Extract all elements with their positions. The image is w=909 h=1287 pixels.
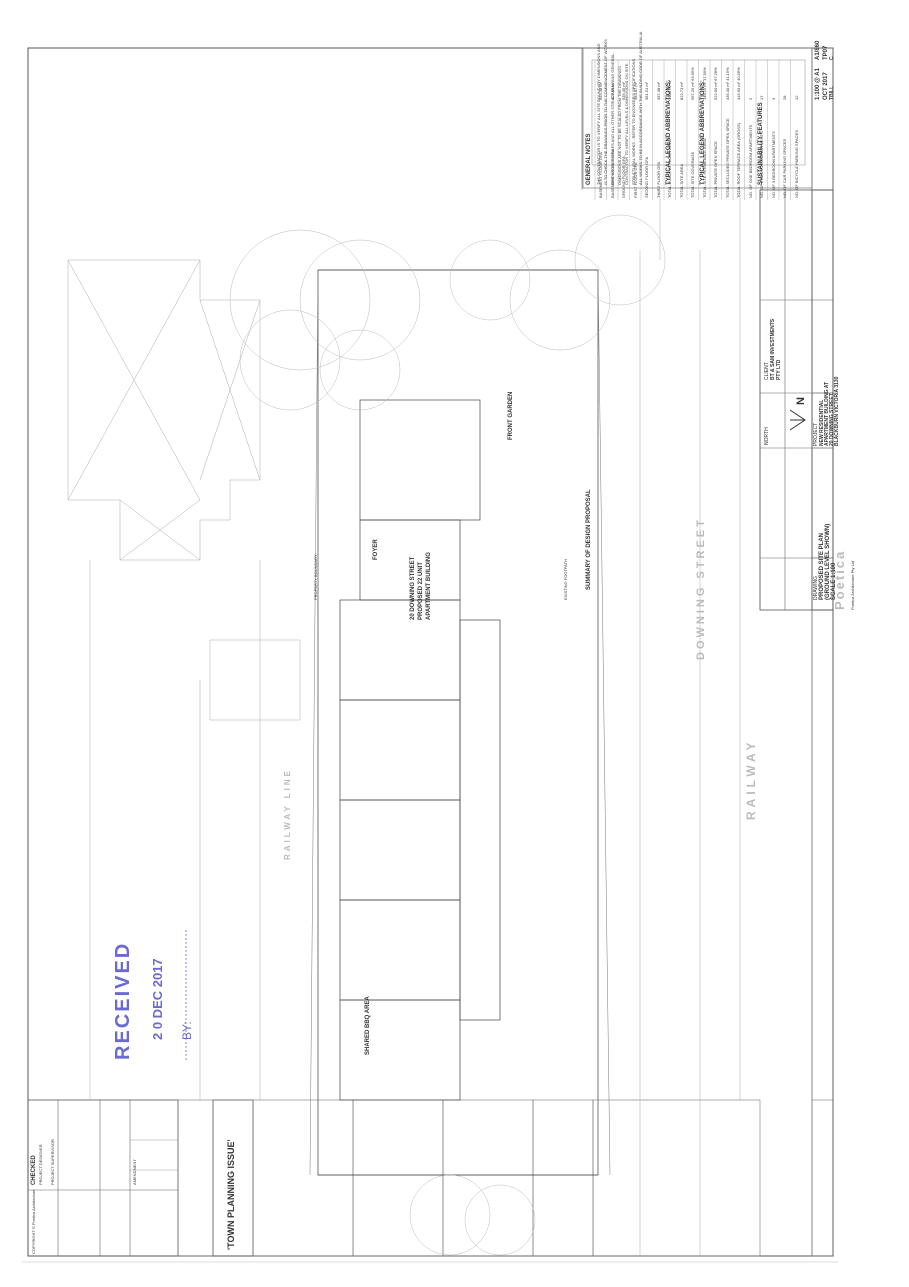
apartment-unit [339, 899, 461, 1001]
summary-row-label: TOTAL SITE PERMEABLE AREA [701, 138, 707, 198]
summary-row-value: 28 [782, 95, 787, 100]
north-letter: N [795, 397, 807, 405]
apartment-unit [359, 399, 481, 521]
summary-row-value: 17 [759, 95, 764, 100]
apartment-unit [339, 599, 461, 701]
checked-heading: CHECKED [31, 1155, 37, 1185]
received-stamp-by: BY: [180, 1021, 194, 1040]
north-label: NORTH [764, 427, 770, 445]
project-designer: PROJECT DESIGNER [38, 1144, 43, 1185]
summary-row-label: TOTAL SITE AREA [678, 163, 684, 198]
logo-subtext: Poetica Architecture Pty Ltd [850, 560, 855, 610]
railway-line-label: RAILWAY LINE [283, 767, 292, 860]
summary-row-label: SECOND FLOOR GFA [644, 156, 649, 198]
apartment-units [339, 399, 501, 1101]
checked-block [27, 1099, 179, 1257]
property-boundary-label: PROPERTY BOUNDARY [313, 554, 318, 600]
tree-circles [229, 214, 666, 1256]
summary-row-label: THIRD FLOOR GFA [655, 161, 661, 198]
summary-row-label: NO. OF 3 BEDROOM APARTMENTS [770, 131, 776, 198]
summary-row-label: NO. OF BICYCLE PARKING SPACES [793, 130, 799, 198]
summary-row-label: TOTAL SECLUDED PRIVATE OPEN SPACE [724, 118, 730, 198]
road-lines [89, 190, 741, 1256]
summary-row-value: 567.25 m² 63.95% [690, 67, 695, 100]
summary-table [594, 60, 791, 200]
building-title-3: APARTMENT BUILDING [426, 552, 432, 620]
apartment-unit [459, 619, 501, 1021]
summary-row-value: 635.45 m² [621, 81, 626, 100]
summary-row-label: BASEMENT FLOOR GFA [598, 152, 603, 198]
summary-row-label: TOTAL PRIVATE OPEN SPACE [713, 141, 718, 198]
title-block [759, 189, 834, 611]
summary-row-label: NO. OF ONE BEDROOM APARTMENTS [747, 124, 753, 198]
downing-street-label: DOWNING STREET [695, 517, 707, 660]
summary-row-value: 3 [770, 97, 776, 100]
project-supervisor: PROJECT SUPERVISOR [50, 1139, 55, 1185]
general-notes-heading: GENERAL NOTES [586, 133, 592, 185]
received-stamp-date: 2 0 DEC 2017 [150, 958, 165, 1040]
summary-row-value: 415.60 m² 40.56% [736, 67, 741, 100]
apartment-unit [339, 799, 461, 901]
railway-label: RAILWAY [744, 738, 758, 820]
summary-row-value: 522.60 m² 67.28% [713, 67, 718, 100]
summary-row-value: 693.38 m² [598, 81, 603, 100]
scale-value: 1:100 @ A1 [815, 68, 821, 100]
front-garden-label: FRONT GARDEN [508, 391, 514, 440]
summary-row-label: FIRST FLOOR GFA [632, 162, 638, 199]
client-line-2: PTY LTD [776, 359, 782, 380]
summary-row-value: 357.38 m² [655, 81, 661, 100]
issue-stamp-box [177, 1099, 354, 1257]
summary-row-value: 102.50 m² [609, 81, 615, 100]
north-arrow-icon [789, 409, 806, 431]
sheet-border [27, 47, 834, 1257]
summary-row-label: NO. OF 2 BEDROOM APARTMENTS [759, 131, 764, 198]
summary-row-label: TOTAL SITE COVERAGE [690, 151, 695, 198]
revision: C [829, 56, 835, 60]
summary-row-label: TOTAL ROOF TERRACE AREA (GROSS) [736, 123, 741, 198]
notes-column [581, 47, 834, 1257]
copyright: COPYRIGHT © Poetica Architecture [31, 1189, 36, 1254]
paper-size: A1/860 [815, 40, 821, 60]
building-title-2: PROPOSED 22 UNIT [418, 561, 424, 620]
summary-heading: SUMMARY OF DESIGN PROPOSAL [586, 489, 592, 590]
project-line-4: BLACKBURN VICTORIA 3130 [834, 376, 840, 446]
summary-row-value: 12 [793, 95, 799, 100]
drawn-by: TBILL [829, 85, 835, 100]
amendment-label: AMENDMENT [132, 1159, 137, 1185]
building-title-1: 20 DOWNING STREET [410, 556, 416, 620]
note-item: ALL WORKS TO BE IN ACCORDANCE WITH THE B… [638, 31, 643, 185]
summary-row-value: 381.51 m² [644, 81, 649, 100]
shared-bbq-label: SHARED BBQ AREA [365, 996, 371, 1055]
apartment-unit [339, 999, 461, 1101]
note-item: IS TO CHECK THE DRAWINGS PRIOR TO THE CO… [603, 39, 608, 185]
received-stamp-text: RECEIVED [112, 941, 134, 1060]
foyer-label: FOYER [373, 539, 379, 560]
summary-row-label: NO. OF CAR PARKING SPACES [782, 138, 787, 198]
summary-row-value: 583.87 m² [632, 81, 638, 100]
summary-row-value: 435.40 m² 41.15% [724, 67, 730, 100]
logo-text: Poetica [832, 549, 847, 610]
summary-row-value: 2 [747, 97, 753, 100]
summary-row-value: 822.73 m² [678, 81, 684, 100]
summary-row-label: BASEMENT STORES GFA [609, 149, 615, 198]
neighbour-house [67, 259, 301, 721]
property-outline [309, 269, 611, 1176]
issue-stamp: 'TOWN PLANNING ISSUE' [226, 1139, 236, 1250]
summary-row-value: 148.15 m² 17.90% [701, 67, 707, 100]
summary-row-label: TOTAL BUILDING FLOOR AREA [667, 138, 672, 198]
summary-row-label: GROUND FLOOR GFA [621, 156, 626, 198]
summary-row-value: 1958.70 m² [667, 79, 672, 100]
apartment-unit [339, 699, 461, 801]
existing-footpath-label: EXISTING FOOTPATH [563, 559, 568, 600]
